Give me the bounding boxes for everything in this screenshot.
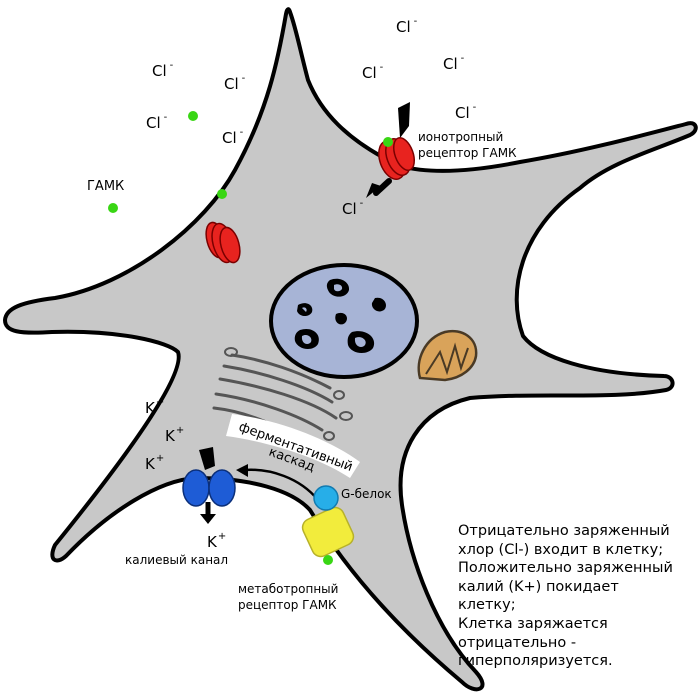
svg-text:K+: K+ [165, 425, 184, 445]
note-line: Положительно заряженный [458, 560, 673, 577]
potassium-ions: K+ K+ K+ K+ [145, 397, 226, 551]
gaba-dot [188, 111, 198, 121]
cl-ion-label: Cl [396, 18, 411, 36]
gaba-dot [108, 203, 118, 213]
cl-ion-label: Cl [152, 62, 167, 80]
cl-ion-charge: - [414, 16, 418, 27]
cl-ion-label: Cl [362, 64, 377, 82]
cl-ion-label: Cl [224, 75, 239, 93]
chromatin-group [294, 278, 386, 354]
ionotropic-label-line1: ионотропный [418, 130, 503, 144]
metabotropic-label-line1: метаботропный [238, 582, 338, 596]
cl-ion-label: Cl [146, 114, 161, 132]
k-ion-charge: + [218, 531, 226, 542]
cascade-arrow [243, 468, 319, 501]
cl-ion-charge: - [461, 53, 465, 64]
svg-text:Cl-: Cl- [146, 112, 168, 132]
svg-text:K+: K+ [145, 397, 164, 417]
k-ion-label: K [207, 533, 218, 551]
svg-text:Cl-: Cl- [342, 198, 364, 218]
cl-ion-label: Cl [342, 200, 357, 218]
potassium-channel-label: калиевый канал [125, 553, 228, 567]
ionotropic-label-line2: рецептор ГАМК [418, 146, 517, 160]
cascade-arrowhead [236, 464, 248, 477]
gaba-dot [217, 189, 227, 199]
note-line: калий (K+) покидает [458, 578, 619, 595]
cl-ion-charge: - [473, 102, 477, 113]
cl-ion-charge: - [242, 73, 246, 84]
k-ion-label: K [145, 455, 156, 473]
cl-ion-label: Cl [455, 104, 470, 122]
svg-text:Cl-: Cl- [362, 62, 384, 82]
gaba-molecules [108, 111, 393, 565]
explanation-note: Отрицательно заряженный хлор (Cl-) входи… [458, 522, 698, 671]
svg-text:K+: K+ [207, 531, 226, 551]
chloride-influx-arrowhead [366, 183, 381, 198]
golgi-vesicles [224, 347, 353, 441]
mitochondrion [417, 329, 478, 382]
note-line: клетку; [458, 597, 516, 614]
potassium-channel [182, 469, 236, 507]
chloride-influx-arrow [373, 178, 392, 196]
note-line: хлор (Cl-) входит в клетку; [458, 541, 664, 558]
svg-text:K+: K+ [145, 453, 164, 473]
svg-text:Cl-: Cl- [152, 60, 174, 80]
metabotropic-receptor [301, 506, 355, 558]
cl-ion-charge: - [240, 127, 244, 138]
g-protein-label: G-белок [341, 487, 392, 501]
gaba-dot [383, 137, 393, 147]
receptor-gate-black [398, 102, 410, 138]
note-line: отрицательно - [458, 634, 577, 651]
ionotropic-receptor [378, 102, 416, 180]
svg-text:Cl-: Cl- [224, 73, 246, 93]
k-ion-charge: + [156, 453, 164, 464]
cl-ion-charge: - [164, 112, 168, 123]
cascade-label-backing [226, 414, 360, 478]
cl-ion-label: Cl [443, 55, 458, 73]
cl-ion-charge: - [380, 62, 384, 73]
k-ion-charge: + [156, 397, 164, 408]
gaba-dot [323, 555, 333, 565]
chloride-ions: Cl- Cl- Cl- Cl- Cl- Cl- Cl- Cl- Cl- [146, 16, 477, 218]
svg-text:Cl-: Cl- [396, 16, 418, 36]
note-line: Клетка заряжается [458, 615, 608, 632]
g-protein [313, 485, 339, 511]
k-ion-label: K [165, 427, 176, 445]
svg-text:Cl-: Cl- [222, 127, 244, 147]
svg-text:Cl-: Cl- [443, 53, 465, 73]
potassium-efflux-arrowhead [200, 514, 216, 524]
svg-text:Cl-: Cl- [455, 102, 477, 122]
note-line: гиперполяризуется. [458, 653, 613, 670]
cl-ion-charge: - [170, 60, 174, 71]
gaba-receptor-left [205, 221, 241, 264]
k-ion-label: K [145, 399, 156, 417]
gaba-label: ГАМК [87, 179, 124, 194]
cl-ion-label: Cl [222, 129, 237, 147]
k-ion-charge: + [176, 425, 184, 436]
note-line: Отрицательно заряженный [458, 523, 670, 539]
cl-ion-charge: - [360, 198, 364, 209]
k-channel-gate-black [199, 447, 215, 470]
metabotropic-label-line2: рецептор ГАМК [238, 598, 337, 612]
